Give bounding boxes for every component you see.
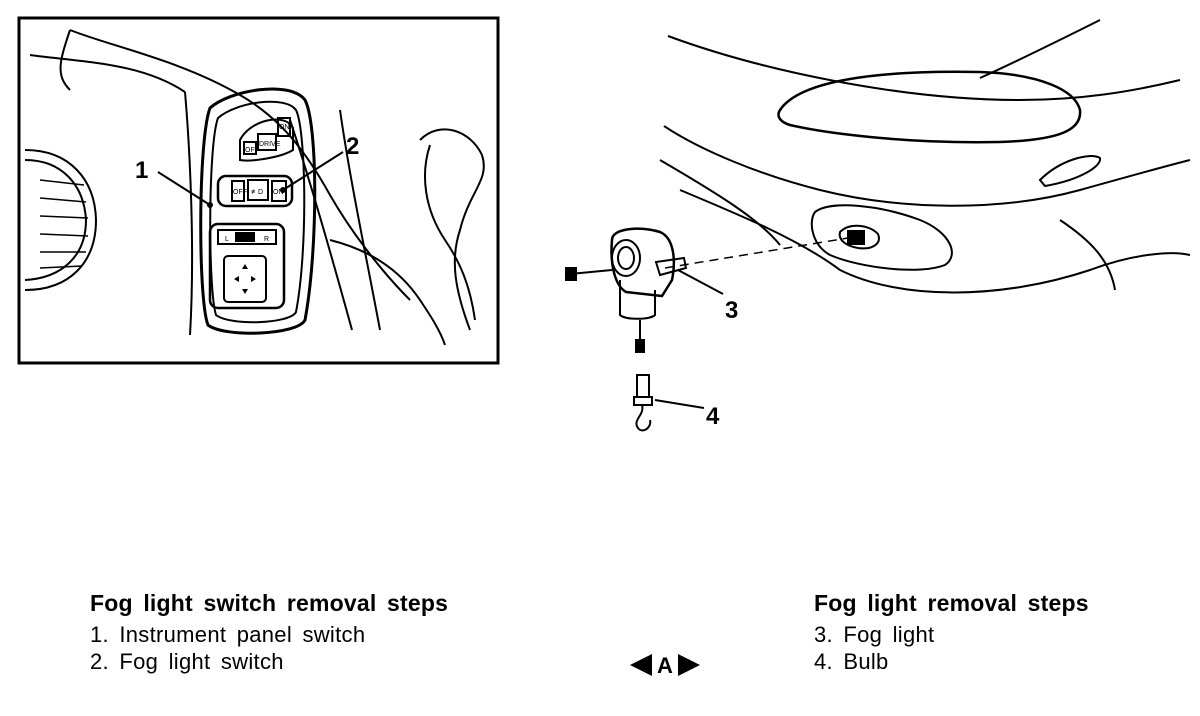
left-step-2: 2. Fog light switch [90, 649, 284, 674]
right-caption: Fog light removal steps 3. Fog light 4. … [814, 590, 1089, 675]
mirror-off-label: OFF [245, 147, 259, 154]
left-arrow-icon [630, 654, 652, 676]
callout-1: 1 [135, 157, 148, 184]
service-point-mark: A [630, 653, 700, 678]
mirror-drive-label: DRIVE [259, 141, 281, 148]
switch-panel-illustration [17, 16, 500, 365]
left-caption-title: Fog light switch removal steps [90, 590, 449, 616]
callout-2: 2 [346, 133, 359, 160]
mirror-on-label: ON [279, 124, 290, 131]
service-letter: A [657, 653, 673, 678]
bumper-illustration [659, 19, 1191, 294]
fog-light-assembly [565, 227, 688, 353]
right-arrow-icon [678, 654, 700, 676]
fog-off-label: OFF [233, 189, 247, 196]
right-step-3: 3. Fog light [814, 622, 935, 647]
left-callout-leaders [157, 151, 344, 206]
fog-symbol-label: ≢D [251, 189, 263, 196]
bulb-illustration [633, 374, 705, 432]
callout-3: 3 [725, 297, 738, 324]
mirror-left-label: L [225, 236, 229, 243]
callout-3-leader [677, 269, 724, 295]
fog-on-label: ON [273, 189, 284, 196]
left-caption: Fog light switch removal steps 1. Instru… [90, 590, 448, 675]
right-step-4: 4. Bulb [814, 649, 889, 674]
callout-4: 4 [706, 403, 720, 430]
right-caption-title: Fog light removal steps [814, 590, 1089, 616]
panel-frame [17, 16, 500, 365]
mirror-right-label: R [264, 236, 269, 243]
left-step-1: 1. Instrument panel switch [90, 622, 366, 647]
